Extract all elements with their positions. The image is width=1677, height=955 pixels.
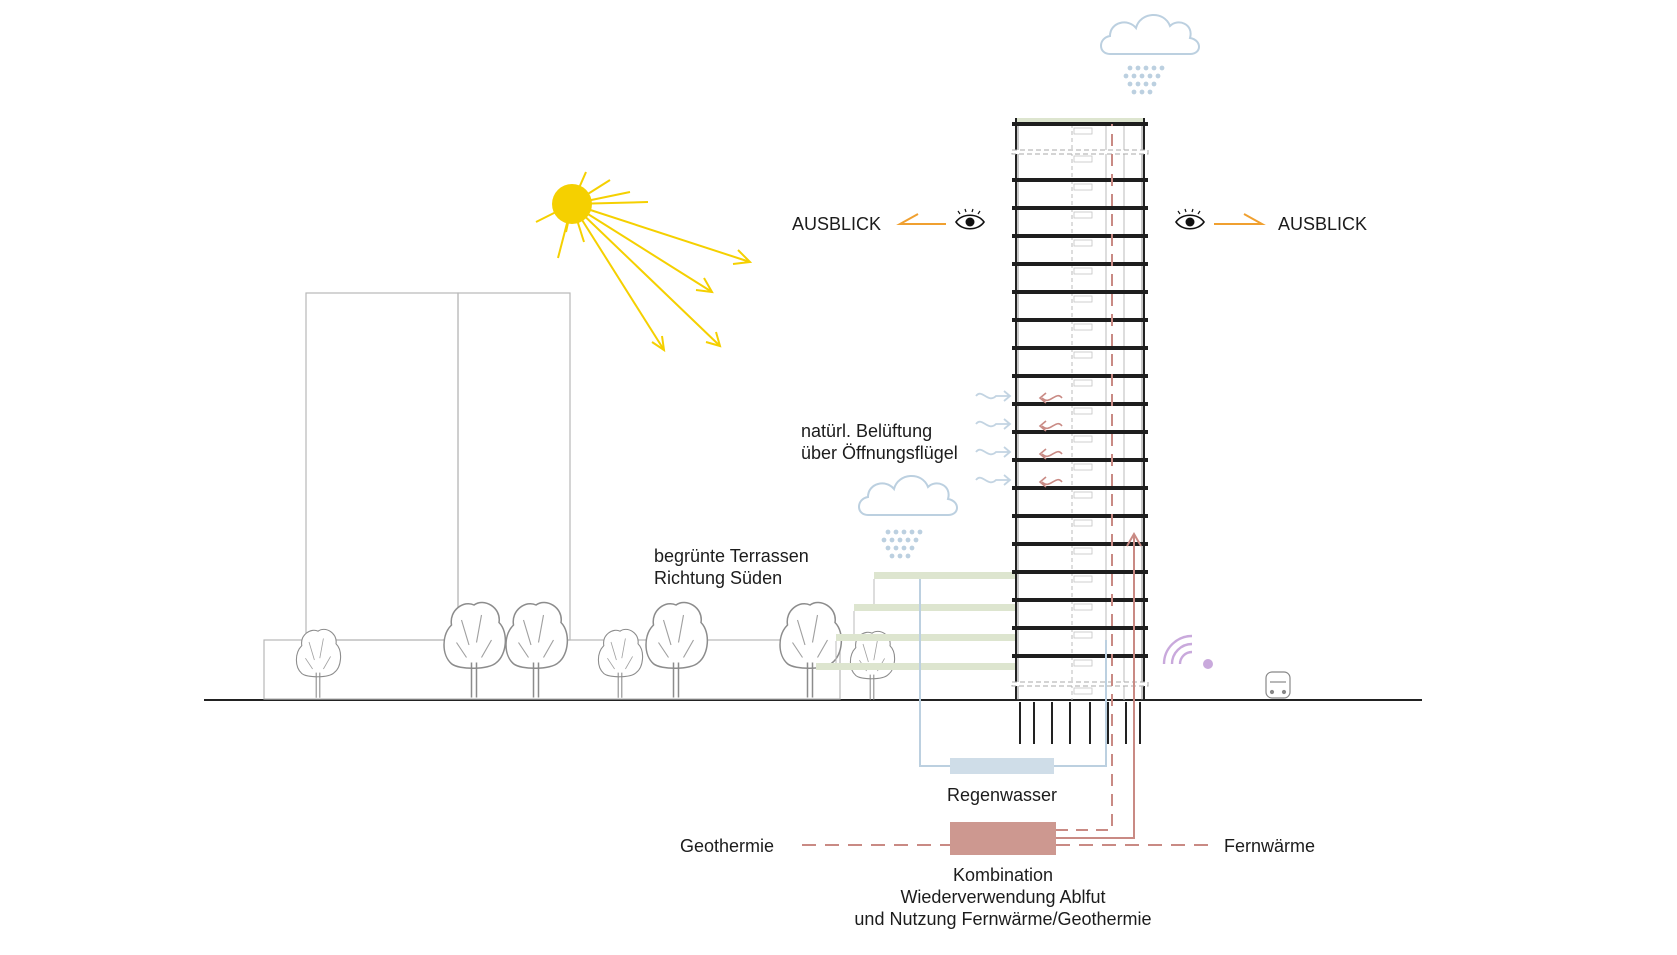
floor-slab [1012,514,1148,518]
terraces-line-2: Richtung Süden [654,568,783,588]
combination-line-2: Wiederverwendung Ablfut [900,887,1106,907]
window-mark [1073,519,1093,527]
rainwater-pipe [919,579,1107,767]
cloud-rain-icon [1100,13,1200,95]
terraces-label: begrünte Terrassen Richtung Süden [654,545,809,589]
ventilation-line-2: über Öffnungsflügel [801,443,958,463]
terraces-line-1: begrünte Terrassen [654,546,809,566]
floor-slab [1012,290,1148,294]
floor-slab [1012,402,1148,406]
floor-slab [1012,234,1148,238]
floor-slab [1011,681,1149,687]
ventilation-label: natürl. Belüftung über Öffnungsflügel [801,420,958,464]
ventilation-line-1: natürl. Belüftung [801,421,933,441]
floor-slab [1012,318,1148,322]
window-mark [1073,155,1093,163]
window-mark [1073,127,1093,135]
rainwater-label: Regenwasser [946,785,1058,805]
floor-slab [1012,346,1148,350]
view-label-left: AUSBLICK [792,214,882,234]
floor-slab [1011,149,1149,155]
tram-icon [1265,671,1291,699]
rainwater-tank [950,758,1054,774]
combination-line-1: Kombination [952,865,1054,885]
window-mark [1073,463,1093,471]
floor-slab [1012,570,1148,574]
window-mark [1073,295,1093,303]
window-mark [1073,239,1093,247]
window-mark [1073,351,1093,359]
combination-line-3: und Nutzung Fernwärme/Geothermie [854,909,1152,929]
floor-slab [1012,626,1148,630]
floor-slab [1012,178,1148,182]
tower-section [1011,118,1149,744]
heating-unit [950,822,1056,855]
floor-slab [1012,542,1148,546]
heating-lines [802,124,1208,846]
airflow-icon [975,390,1012,486]
window-mark [1073,491,1093,499]
window-mark [1073,547,1093,555]
floor-slab [1012,654,1148,658]
combination-label: Kombination Wiederverwendung Ablfut und … [843,864,1163,930]
window-mark [1073,379,1093,387]
floor-slab [1012,122,1148,126]
window-mark [1073,575,1093,583]
floor-slab [1012,598,1148,602]
window-mark [1073,407,1093,415]
floor-slab [1012,374,1148,378]
window-mark [1073,183,1093,191]
eye-icon [955,208,985,230]
eye-icon [1175,208,1205,230]
window-mark [1073,267,1093,275]
floor-slab [1012,458,1148,462]
floor-slab [1012,430,1148,434]
sun-icon [535,171,753,353]
airflow-icon [1038,392,1063,488]
view-arrow-left [896,213,946,225]
window-mark [1073,659,1093,667]
district-heating-label: Fernwärme [1224,836,1316,856]
window-mark [1073,323,1093,331]
window-mark [1073,687,1093,695]
window-mark [1073,211,1093,219]
floor-slab [1012,206,1148,210]
window-mark [1073,603,1093,611]
window-mark [1073,435,1093,443]
floor-slab [1012,486,1148,490]
green-terraces [816,572,1016,670]
geothermal-label: Geothermie [680,836,775,856]
tree-row [295,601,896,701]
cloud-rain-icon [858,474,958,559]
wifi-icon [1162,634,1213,669]
floor-slab [1012,262,1148,266]
view-label-right: AUSBLICK [1278,214,1368,234]
view-arrow-right [1214,213,1266,225]
window-mark [1073,631,1093,639]
